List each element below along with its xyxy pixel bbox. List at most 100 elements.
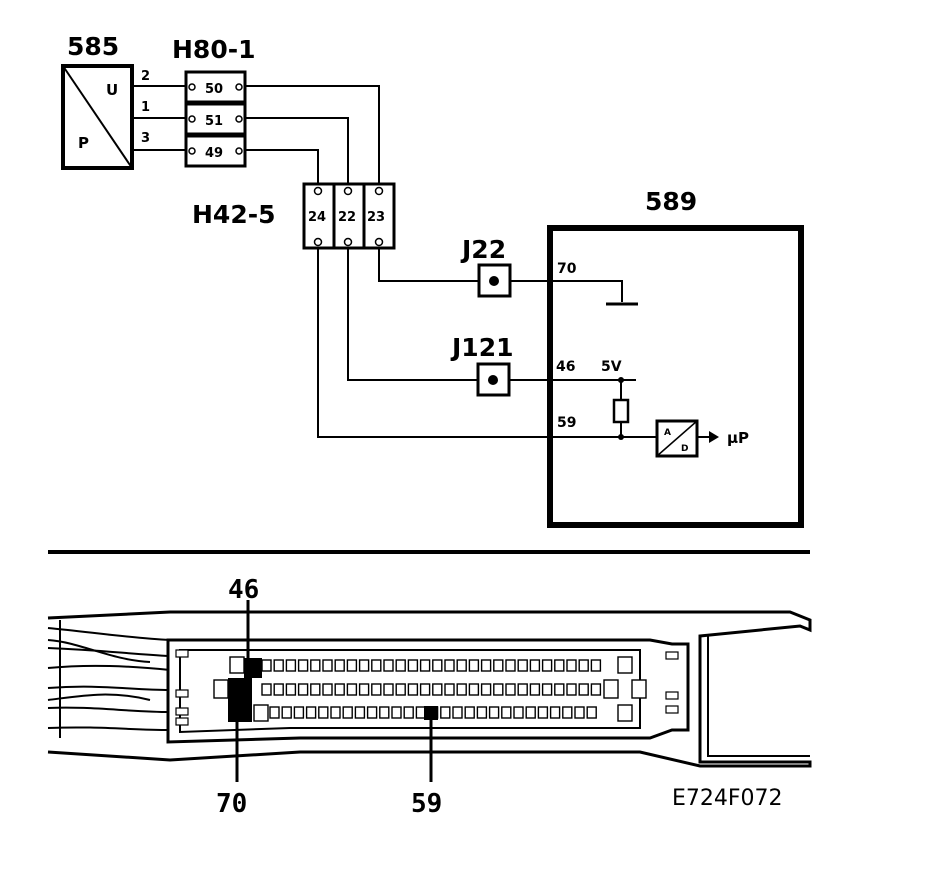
connector-cavity	[269, 706, 280, 719]
connector-h80-name: H80-1	[172, 35, 255, 64]
connector-cavity	[586, 706, 597, 719]
callout-46: 46	[228, 575, 259, 605]
connector-cavity	[562, 706, 573, 719]
connector-cavity	[505, 683, 516, 696]
connector-cavity	[322, 659, 333, 672]
sensor-pin-label: 2	[141, 69, 150, 84]
ecu-pin-label: 70	[557, 261, 577, 277]
h42-ecu-wires	[317, 248, 552, 438]
pressure-sensor-585	[61, 64, 134, 170]
connector-cavity	[391, 706, 402, 719]
connector-cavity	[407, 659, 419, 672]
connector-cavity	[407, 683, 419, 696]
connector-cavity	[322, 683, 333, 696]
connector-cavity	[293, 706, 305, 719]
connector-cavity	[480, 683, 492, 696]
ecu-pin-label: 46	[556, 359, 575, 375]
sensor-pin-label: 1	[141, 100, 150, 115]
connector-cavity	[281, 706, 292, 719]
connector-cavity	[305, 706, 317, 719]
sensor-pin-label: 3	[141, 131, 150, 146]
connector-cavity	[432, 659, 443, 672]
connector-cavity	[456, 659, 467, 672]
connector-cavity	[493, 659, 504, 672]
connector-cavity	[468, 683, 480, 696]
ground-symbol	[552, 280, 638, 306]
wire-bundle	[47, 620, 171, 738]
connector-cavity	[419, 659, 431, 672]
connector-cavity	[403, 706, 414, 719]
sensor-label-u: U	[106, 81, 118, 99]
connector-cavity	[464, 706, 475, 719]
connector-cavity	[444, 659, 455, 672]
connector-pin-rows	[261, 659, 602, 719]
connector-cavity	[379, 706, 390, 719]
connector-cavity	[541, 683, 553, 696]
connector-cavity	[574, 706, 585, 719]
converter-label-a: A	[664, 428, 671, 438]
connector-cavity	[452, 706, 463, 719]
connector-cavity	[590, 659, 602, 672]
connector-cavity	[358, 683, 370, 696]
connector-h42-name: H42-5	[192, 200, 275, 229]
connector-cavity	[297, 659, 309, 672]
connector-cavity	[285, 683, 297, 696]
junction-j121-name: J121	[450, 333, 514, 362]
supply-5v-label: 5V	[601, 359, 622, 375]
connector-cavity	[346, 683, 358, 696]
connector-cavity	[566, 659, 577, 672]
connector-cavity	[346, 659, 358, 672]
connector-cavity	[476, 706, 488, 719]
connector-cavity	[480, 659, 492, 672]
h80-way-label: 51	[205, 114, 223, 129]
connector-cavity	[529, 683, 541, 696]
cavity-46	[244, 658, 262, 678]
connector-cavity	[334, 683, 345, 696]
ecu-number: 589	[645, 187, 697, 216]
connector-cavity	[554, 659, 565, 672]
connector-cavity	[549, 706, 561, 719]
connector-cavity	[440, 706, 451, 719]
h42-way-label: 23	[367, 210, 385, 225]
connector-cavity	[541, 659, 553, 672]
connector-cavity	[383, 683, 394, 696]
connector-cavity	[537, 706, 549, 719]
connector-cavity	[395, 683, 406, 696]
connector-cavity	[354, 706, 366, 719]
connector-cavity	[342, 706, 353, 719]
ad-converter	[552, 419, 719, 458]
connector-cavity	[419, 683, 431, 696]
connector-cavity	[493, 683, 504, 696]
cavity-70	[228, 678, 252, 722]
connector-cavity	[285, 659, 297, 672]
connector-cavity	[529, 659, 541, 672]
connector-cavity	[505, 659, 516, 672]
junction-j22-name: J22	[460, 235, 506, 264]
connector-cavity	[366, 706, 378, 719]
connector-cavity	[261, 683, 272, 696]
sensor-label-p: P	[78, 134, 89, 152]
sensor-number: 585	[67, 32, 119, 61]
connector-cavity	[456, 683, 467, 696]
connector-cavity	[566, 683, 577, 696]
junction-j121	[476, 362, 511, 397]
connector-cavity	[318, 706, 329, 719]
pullup-resistor	[552, 377, 636, 440]
connector-cavity	[432, 683, 443, 696]
connector-cavity	[334, 659, 345, 672]
ecu-589-box	[547, 225, 804, 528]
h80-way-label: 50	[205, 82, 223, 97]
h42-way-label: 24	[308, 210, 326, 225]
connector-cavity	[578, 683, 589, 696]
connector-cavity	[590, 683, 602, 696]
h80-way-label: 49	[205, 146, 223, 161]
connector-cavity	[358, 659, 370, 672]
connector-cavity	[517, 683, 528, 696]
junction-j22	[477, 263, 512, 298]
reference-code: E724F072	[672, 786, 783, 811]
h42-way-label: 22	[338, 210, 356, 225]
connector-cavity	[525, 706, 536, 719]
callout-70: 70	[216, 789, 247, 819]
connector-cavity	[578, 659, 589, 672]
